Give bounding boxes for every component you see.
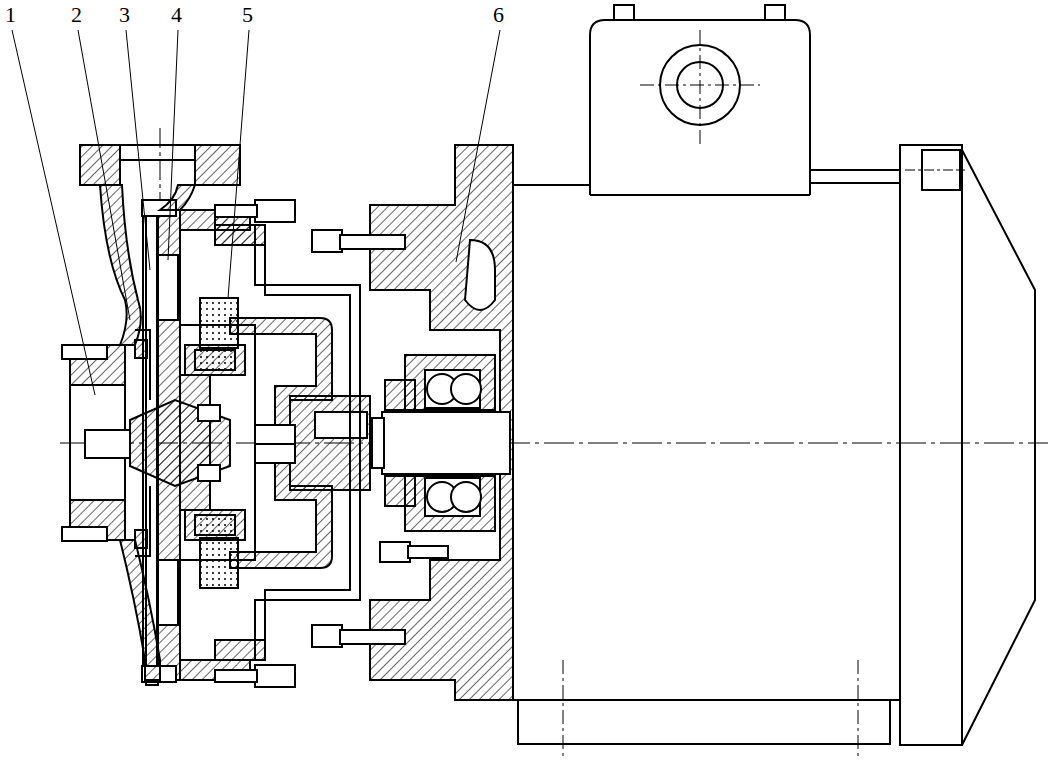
callout-number: 4	[170, 4, 183, 26]
callout-number: 2	[70, 4, 83, 26]
callout-number: 3	[118, 4, 131, 26]
callout-number: 6	[492, 4, 505, 26]
callout-number: 1	[4, 4, 17, 26]
callout-number: 5	[241, 4, 254, 26]
